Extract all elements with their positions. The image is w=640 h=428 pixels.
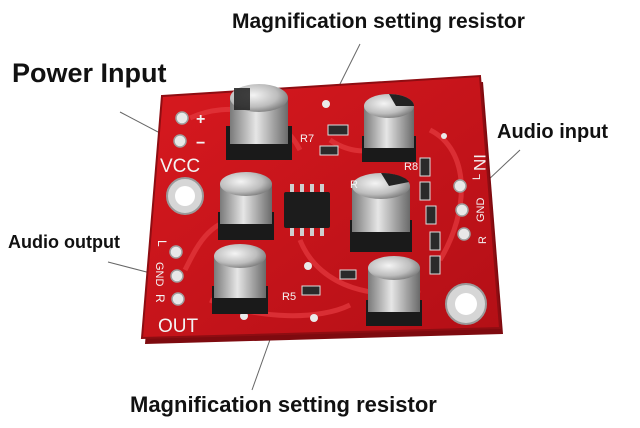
amplifier-ic-chip (284, 184, 330, 236)
silk-r8: R8 (404, 161, 418, 173)
capacitor-top-right (362, 94, 416, 162)
mounting-hole-right (445, 283, 487, 325)
magnification-resistor-label-top: Magnification setting resistor (232, 10, 525, 33)
power-input-label: Power Input (12, 58, 167, 88)
magnification-resistor-label-bottom: Magnification setting resistor (130, 392, 437, 417)
silk-out-l: L (155, 240, 169, 247)
silk-r: R (350, 179, 358, 191)
silk-in-gnd: GND (475, 198, 487, 223)
leader-line-power (119, 111, 159, 133)
silk-in-r: R (477, 236, 489, 244)
capacitor-left-bottom (212, 244, 268, 314)
silk-out: OUT (158, 316, 199, 337)
audio-output-pads (169, 245, 185, 306)
silk-out-r: R (153, 294, 167, 303)
audio-input-pads (453, 179, 471, 241)
capacitor-center-right (350, 172, 412, 252)
mounting-hole-left (166, 177, 204, 215)
power-pads (173, 111, 189, 148)
silk-in-l: L (471, 174, 483, 180)
silk-r7: R7 (300, 133, 314, 145)
silk-plus: + (196, 111, 205, 128)
leader-line-audio-in (485, 149, 521, 183)
capacitor-power (226, 84, 292, 160)
silk-in: IN (470, 154, 489, 171)
silk-vcc: VCC (160, 156, 200, 177)
capacitor-bottom-right (366, 256, 422, 326)
audio-input-label: Audio input (497, 121, 609, 143)
silk-minus: − (196, 135, 205, 152)
smd-resistors (301, 124, 441, 296)
capacitor-left-middle (218, 172, 274, 240)
audio-output-label: Audio output (8, 232, 120, 252)
silk-r5: R5 (282, 291, 296, 303)
silk-out-gnd: GND (153, 262, 165, 287)
